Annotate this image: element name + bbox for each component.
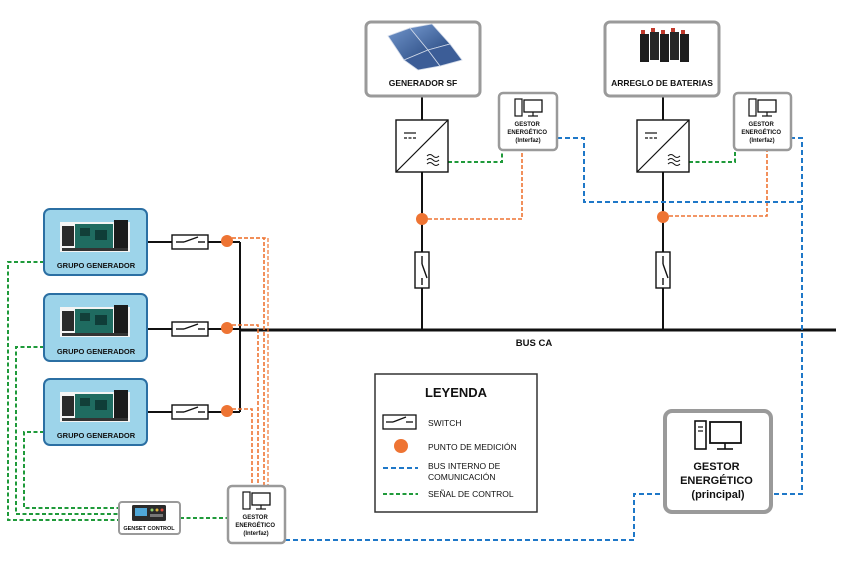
diesel-generator-icon	[60, 390, 130, 422]
battery-bank-icon	[640, 28, 689, 62]
diesel-generator-icon	[60, 220, 130, 252]
battery-array-node: ARREGLO DE BATERIAS	[603, 20, 721, 98]
legend-measure-symbol	[394, 439, 408, 453]
legend: LEYENDA SWITCH PUNTO DE MEDICIÓN BUS INT…	[374, 373, 538, 513]
switch-gen3	[171, 404, 209, 420]
energy-manager-gen-line3: (Interfaz)	[243, 531, 268, 537]
solar-generator-label: GENERADOR SF	[389, 78, 457, 88]
energy-manager-bat-line2: ENERGÉTICO	[741, 128, 781, 136]
computer-icon	[514, 98, 543, 117]
switch-gen2	[171, 321, 209, 337]
inverter-sf-icon	[395, 119, 449, 173]
control-panel-icon	[132, 505, 166, 521]
switch-gen1	[171, 234, 209, 250]
genset-control-label: GENSET CONTROL	[123, 526, 175, 532]
energy-manager-gen-line1: GESTOR	[243, 515, 269, 521]
legend-control-label: SEÑAL DE CONTROL	[428, 489, 514, 499]
energy-manager-bat-line3: (Interfaz)	[749, 138, 774, 144]
energy-manager-main-line1: GESTOR	[693, 461, 739, 473]
legend-comm-label-2: COMUNICACIÓN	[428, 472, 496, 482]
diesel-generator-icon	[60, 305, 130, 337]
energy-manager-main-line2: ENERGÉTICO	[680, 474, 753, 487]
solar-generator-node: GENERADOR SF	[364, 20, 482, 98]
power-wiring	[147, 96, 836, 413]
legend-measure-label: PUNTO DE MEDICIÓN	[428, 442, 517, 452]
ac-bus-label: BUS CA	[516, 338, 553, 349]
legend-comm-label: BUS INTERNO DE	[428, 461, 501, 471]
legend-switch-label: SWITCH	[428, 418, 462, 428]
svg-text:GESTOR ENERGÉTICO: GESTOR ENERGÉTICO (principal)	[680, 461, 756, 501]
measurement-point-sf	[416, 213, 428, 225]
measurement-points	[221, 211, 669, 417]
energy-manager-gen-node: GESTOR ENERGÉTICO (Interfaz)	[226, 484, 287, 545]
computer-icon	[748, 98, 777, 117]
energy-manager-sf-line3: (Interfaz)	[515, 138, 540, 144]
energy-manager-main-line3: (principal)	[691, 489, 745, 501]
generator-2-label: GRUPO GENERADOR	[57, 347, 136, 356]
generator-1-node: GRUPO GENERADOR	[43, 208, 148, 276]
energy-manager-bat-node: GESTOR ENERGÉTICO (Interfaz)	[732, 91, 793, 152]
inverter-bat-icon	[636, 119, 690, 173]
measurement-wiring	[226, 150, 768, 490]
energy-manager-gen-line2: ENERGÉTICO	[235, 521, 275, 529]
legend-title: LEYENDA	[425, 385, 488, 400]
computer-icon	[694, 420, 742, 450]
energy-manager-sf-line2: ENERGÉTICO	[507, 128, 547, 136]
energy-manager-main-node: GESTOR ENERGÉTICO (principal)	[663, 409, 773, 514]
legend-switch-symbol	[382, 414, 417, 430]
communication-bus-wiring	[285, 137, 803, 541]
generator-2-node: GRUPO GENERADOR	[43, 293, 148, 362]
battery-array-label: ARREGLO DE BATERIAS	[611, 78, 713, 88]
generator-1-label: GRUPO GENERADOR	[57, 261, 136, 270]
svg-text:GESTOR ENERGÉTICO: GESTOR ENERGÉTICO (Interfaz)	[741, 122, 782, 144]
measurement-point-gen2	[221, 322, 233, 334]
genset-control-node: GENSET CONTROL	[118, 501, 181, 535]
switch-sf	[414, 251, 430, 289]
generator-3-node: GRUPO GENERADOR	[43, 378, 148, 446]
energy-manager-bat-line1: GESTOR	[749, 122, 775, 128]
switch-bat	[655, 251, 671, 289]
energy-manager-sf-line1: GESTOR	[515, 122, 541, 128]
svg-text:BUS INTERNO DE COMUNICAC: BUS INTERNO DE COMUNICACIÓN	[428, 461, 503, 482]
generator-3-label: GRUPO GENERADOR	[57, 431, 136, 440]
svg-text:GESTOR ENERGÉTICO: GESTOR ENERGÉTICO (Interfaz)	[507, 122, 548, 144]
measurement-point-bat	[657, 211, 669, 223]
svg-text:GESTOR ENERGÉTICO: GESTOR ENERGÉTICO (Interfaz)	[235, 515, 276, 537]
energy-manager-sf-node: GESTOR ENERGÉTICO (Interfaz)	[497, 91, 559, 152]
measurement-point-gen1	[221, 235, 233, 247]
computer-icon	[242, 491, 271, 510]
measurement-point-gen3	[221, 405, 233, 417]
solar-panel-icon	[387, 23, 463, 71]
